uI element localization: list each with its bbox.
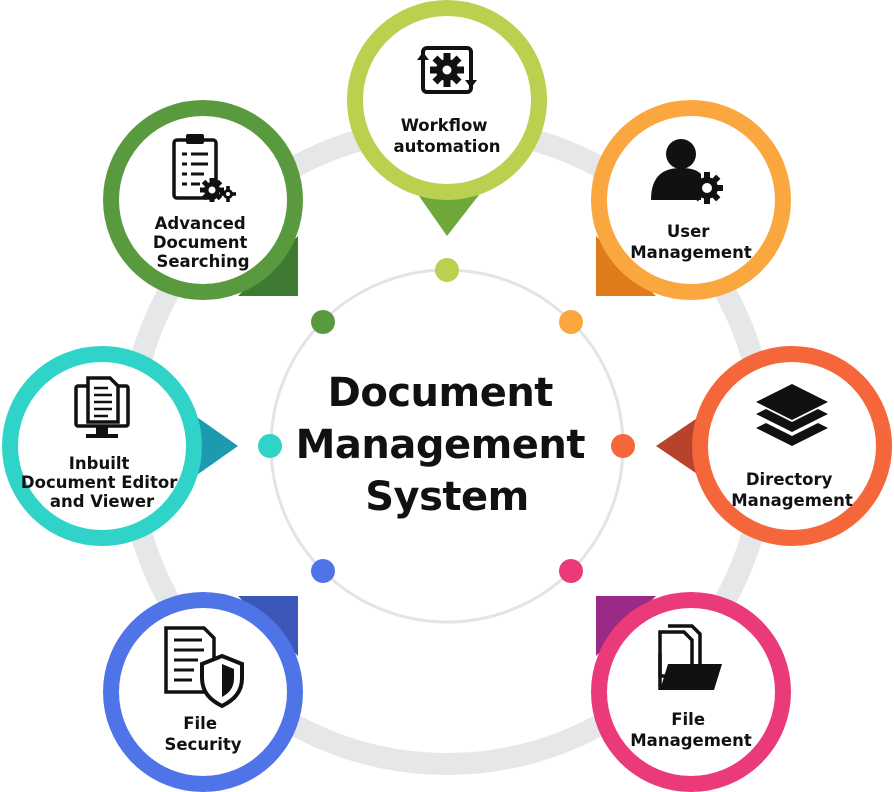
user-label-line-2: Management <box>630 243 752 262</box>
layers-icon <box>756 384 828 446</box>
workflow-gear-icon <box>417 46 477 94</box>
node-editor: Inbuilt Document Editor and Viewer <box>2 346 238 546</box>
user-label: User Management <box>630 222 752 262</box>
file-security-label: File Security <box>164 714 241 754</box>
searching-label: Advanced Document Searching <box>153 214 253 271</box>
user-label-line-1: User <box>667 222 710 241</box>
directory-label-line-1: Directory <box>746 470 833 489</box>
workflow-label: Workflow automation <box>393 116 500 156</box>
center-line-1: Document <box>328 370 554 416</box>
folder-documents-icon <box>658 624 722 690</box>
node-directory: Directory Management <box>656 346 892 546</box>
node-user: User Management <box>591 100 791 300</box>
file-management-label-line-2: Management <box>630 731 752 750</box>
node-searching: Advanced Document Searching <box>103 100 303 300</box>
file-management-circle <box>591 592 791 792</box>
workflow-circle <box>347 0 547 200</box>
dot-file-management <box>559 559 583 583</box>
editor-label: Inbuilt Document Editor and Viewer <box>21 454 183 511</box>
clipboard-gear-icon <box>172 134 236 202</box>
searching-circle <box>103 100 303 300</box>
searching-label-line-3: Searching <box>156 252 249 271</box>
searching-label-line-1: Advanced <box>155 214 246 233</box>
file-security-label-line-2: Security <box>164 735 241 754</box>
user-gear-icon <box>651 139 723 204</box>
document-shield-icon <box>164 626 244 709</box>
editor-label-line-1: Inbuilt <box>69 454 130 473</box>
editor-label-line-3: and Viewer <box>50 492 155 511</box>
workflow-label-line-2: automation <box>393 137 500 156</box>
monitor-document-icon <box>74 376 130 438</box>
center-line-2: Management <box>296 422 586 468</box>
workflow-label-line-1: Workflow <box>401 116 488 135</box>
node-file-management: File Management <box>591 592 791 792</box>
dot-workflow <box>435 258 459 282</box>
center-title: Document Management System <box>296 370 599 520</box>
editor-label-line-2: Document Editor <box>21 473 178 492</box>
dot-file-security <box>311 559 335 583</box>
file-management-label: File Management <box>630 710 752 750</box>
dot-directory <box>611 434 635 458</box>
directory-label: Directory Management <box>731 470 853 510</box>
directory-label-line-2: Management <box>731 491 853 510</box>
node-file-security: File Security <box>103 592 303 792</box>
dot-user <box>559 310 583 334</box>
searching-label-line-2: Document <box>153 233 248 252</box>
node-workflow: Workflow automation <box>347 0 547 236</box>
file-security-label-line-1: File <box>183 714 217 733</box>
center-line-3: System <box>365 474 529 520</box>
dot-searching <box>311 310 335 334</box>
file-management-label-line-1: File <box>671 710 705 729</box>
editor-circle <box>2 346 202 546</box>
dot-editor <box>258 434 282 458</box>
